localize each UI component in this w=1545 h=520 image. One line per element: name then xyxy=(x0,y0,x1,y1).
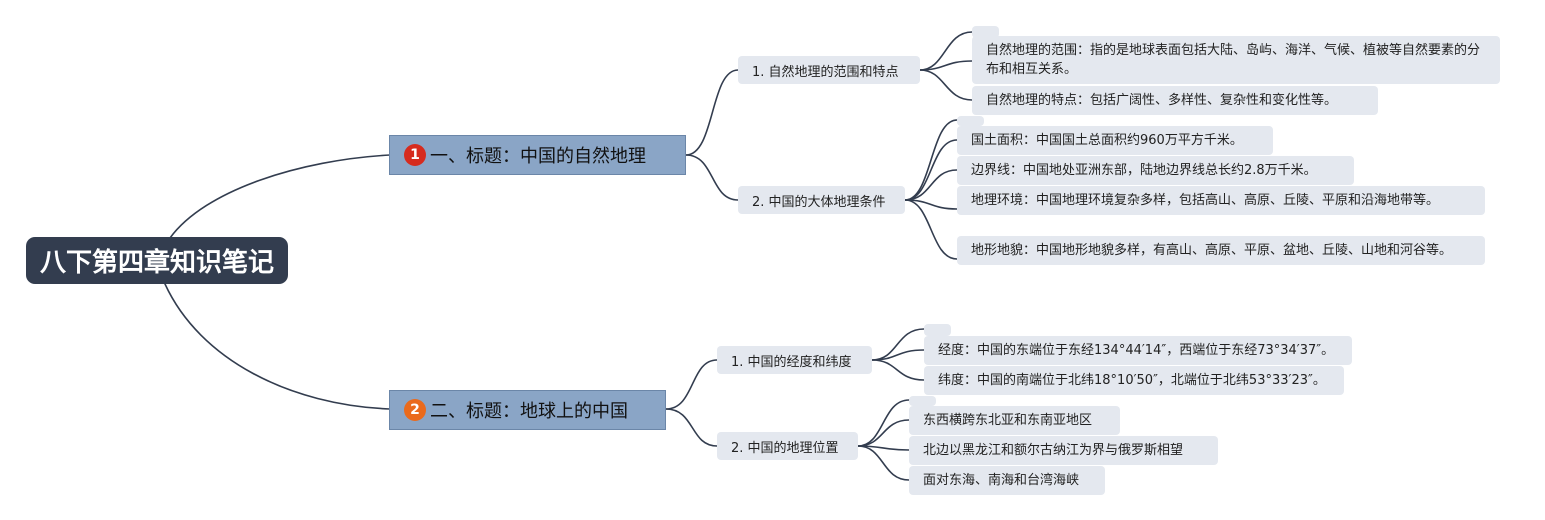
empty-leaf-node[interactable] xyxy=(972,26,999,38)
leaf-text: 纬度：中国的南端位于北纬18°10′50″，北端位于北纬53°33′23″。 xyxy=(938,373,1326,388)
main-topic-china-on-earth[interactable]: 2 二、标题：地球上的中国 xyxy=(389,390,666,430)
subtopic-label: 2. 中国的大体地理条件 xyxy=(752,194,886,210)
leaf-text: 地形地貌：中国地形地貌多样，有高山、高原、平原、盆地、丘陵、山地和河谷等。 xyxy=(971,243,1453,258)
leaf-environment[interactable]: 地理环境：中国地理环境复杂多样，包括高山、高原、丘陵、平原和沿海地带等。 xyxy=(957,186,1485,215)
leaf-text: 边界线：中国地处亚洲东部，陆地边界线总长约2.8万千米。 xyxy=(971,163,1317,178)
subtopic-general-conditions[interactable]: 2. 中国的大体地理条件 xyxy=(738,186,905,214)
leaf-landforms[interactable]: 地形地貌：中国地形地貌多样，有高山、高原、平原、盆地、丘陵、山地和河谷等。 xyxy=(957,236,1485,265)
subtopic-label: 1. 中国的经度和纬度 xyxy=(731,354,852,370)
leaf-text: 北边以黑龙江和额尔古纳江为界与俄罗斯相望 xyxy=(923,443,1184,458)
leaf-land-area[interactable]: 国土面积：中国国土总面积约960万平方千米。 xyxy=(957,126,1273,155)
subtopic-longitude-latitude[interactable]: 1. 中国的经度和纬度 xyxy=(717,346,872,374)
subtopic-label: 2. 中国的地理位置 xyxy=(731,440,839,456)
priority-1-icon: 1 xyxy=(404,144,426,166)
leaf-north-border[interactable]: 北边以黑龙江和额尔古纳江为界与俄罗斯相望 xyxy=(909,436,1218,465)
leaf-text: 东西横跨东北亚和东南亚地区 xyxy=(923,413,1093,428)
priority-2-icon: 2 xyxy=(404,399,426,421)
leaf-scope[interactable]: 自然地理的范围：指的是地球表面包括大陆、岛屿、海洋、气候、植被等自然要素的分布和… xyxy=(972,36,1500,84)
leaf-features[interactable]: 自然地理的特点：包括广阔性、多样性、复杂性和变化性等。 xyxy=(972,86,1378,115)
leaf-facing-seas[interactable]: 面对东海、南海和台湾海峡 xyxy=(909,466,1105,495)
central-topic[interactable]: 八下第四章知识笔记 xyxy=(26,237,288,284)
empty-leaf-node[interactable] xyxy=(957,116,984,126)
leaf-latitude[interactable]: 纬度：中国的南端位于北纬18°10′50″，北端位于北纬53°33′23″。 xyxy=(924,366,1344,395)
empty-leaf-node[interactable] xyxy=(924,324,951,336)
empty-leaf-node[interactable] xyxy=(909,396,936,406)
main-topic-natural-geography[interactable]: 1 一、标题：中国的自然地理 xyxy=(389,135,686,175)
leaf-east-west-span[interactable]: 东西横跨东北亚和东南亚地区 xyxy=(909,406,1120,435)
leaf-text: 国土面积：中国国土总面积约960万平方千米。 xyxy=(971,133,1243,148)
subtopic-geographic-location[interactable]: 2. 中国的地理位置 xyxy=(717,432,858,460)
leaf-text: 经度：中国的东端位于东经134°44′14″，西端位于东经73°34′37″。 xyxy=(938,343,1335,358)
leaf-longitude[interactable]: 经度：中国的东端位于东经134°44′14″，西端位于东经73°34′37″。 xyxy=(924,336,1352,365)
leaf-text: 面对东海、南海和台湾海峡 xyxy=(923,473,1080,488)
leaf-text: 自然地理的范围：指的是地球表面包括大陆、岛屿、海洋、气候、植被等自然要素的分布和… xyxy=(986,43,1481,77)
main-topic-label: 二、标题：地球上的中国 xyxy=(430,401,628,422)
subtopic-scope-and-features[interactable]: 1. 自然地理的范围和特点 xyxy=(738,56,920,84)
subtopic-label: 1. 自然地理的范围和特点 xyxy=(752,64,899,80)
leaf-text: 自然地理的特点：包括广阔性、多样性、复杂性和变化性等。 xyxy=(986,93,1338,108)
main-topic-label: 一、标题：中国的自然地理 xyxy=(430,146,646,167)
leaf-border-line[interactable]: 边界线：中国地处亚洲东部，陆地边界线总长约2.8万千米。 xyxy=(957,156,1354,185)
leaf-text: 地理环境：中国地理环境复杂多样，包括高山、高原、丘陵、平原和沿海地带等。 xyxy=(971,193,1440,208)
